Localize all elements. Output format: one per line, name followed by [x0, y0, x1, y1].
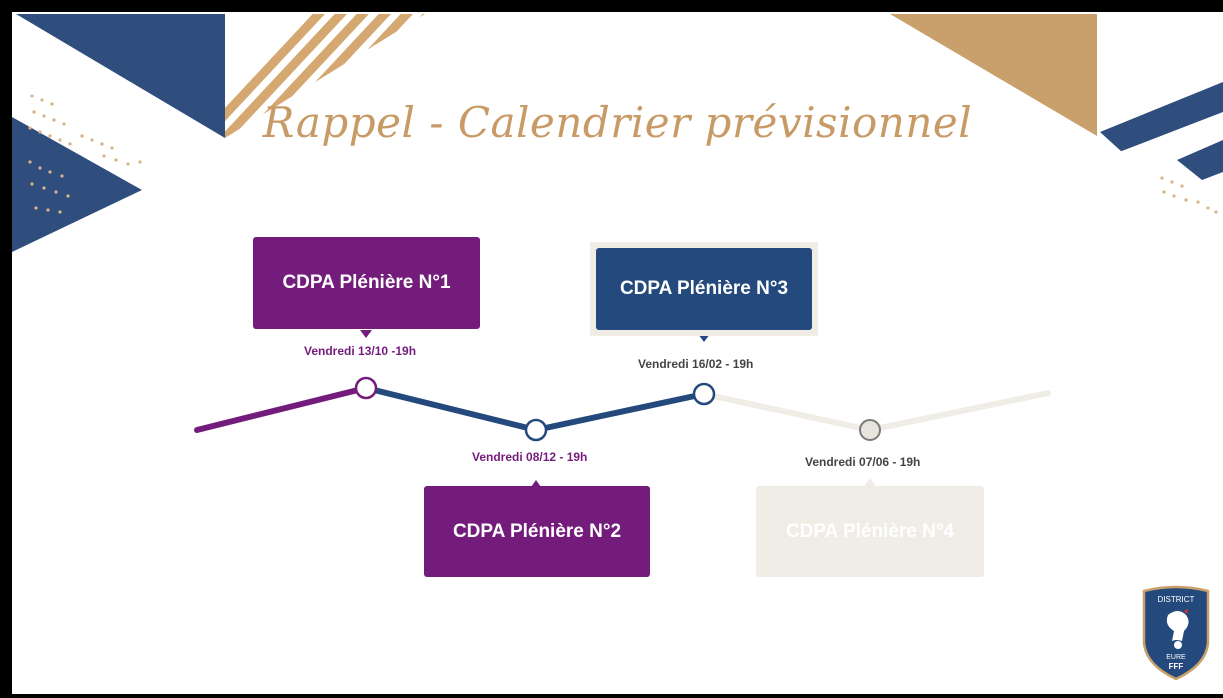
event-card-3-label: CDPA Plénière N°3 — [619, 278, 789, 299]
timeline — [194, 376, 1051, 442]
event-date-4: Vendredi 07/06 - 19h — [805, 455, 921, 469]
timeline-segment-4 — [703, 391, 871, 433]
timeline-segment-3 — [535, 391, 705, 433]
event-card-1: CDPA Plénière N°1 — [253, 237, 480, 329]
district-logo: DISTRICT EURE FFF — [1140, 585, 1212, 686]
event-date-3: Vendredi 16/02 - 19h — [638, 357, 754, 371]
slide: Rappel - Calendrier prévisionnel CDPA Pl… — [12, 12, 1223, 694]
timeline-node-1 — [354, 376, 378, 400]
event-card-4-label: CDPA Plénière N°4 — [785, 520, 955, 542]
navy-triangle-top-left — [16, 14, 225, 138]
event-card-2: CDPA Plénière N°2 — [424, 486, 650, 577]
event-date-2: Vendredi 08/12 - 19h — [472, 450, 588, 464]
event-date-1: Vendredi 13/10 -19h — [304, 344, 417, 358]
pointer-card-2 — [531, 480, 541, 487]
timeline-segment-2 — [365, 385, 537, 433]
timeline-node-2 — [524, 418, 548, 442]
dot-pattern-right — [1160, 176, 1218, 214]
event-card-3: CDPA Plénière N°3 — [596, 248, 812, 330]
timeline-segment-1 — [194, 385, 369, 433]
timeline-node-4 — [859, 419, 881, 441]
logo-mid-text: EURE — [1166, 654, 1186, 661]
logo-bottom-text: FFF — [1169, 662, 1184, 671]
navy-bar-right-1 — [1100, 82, 1223, 152]
logo-top-text: DISTRICT — [1158, 595, 1195, 604]
navy-bar-right-2 — [1177, 140, 1223, 180]
dot-pattern-left — [28, 94, 142, 214]
event-card-4: CDPA Plénière N°4 — [756, 486, 984, 577]
event-card-1-label: CDPA Plénière N°1 — [282, 272, 451, 293]
page-title: Rappel - Calendrier prévisionnel — [262, 98, 973, 147]
pointer-card-1 — [360, 330, 372, 338]
gold-triangle-top-right — [890, 14, 1097, 136]
event-card-2-label: CDPA Plénière N°2 — [452, 520, 622, 542]
timeline-node-3 — [692, 382, 716, 406]
rooster-icon — [1166, 611, 1189, 641]
navy-triangle-left — [12, 117, 142, 252]
timeline-segment-5 — [867, 390, 1051, 433]
pointer-card-4 — [864, 478, 876, 486]
